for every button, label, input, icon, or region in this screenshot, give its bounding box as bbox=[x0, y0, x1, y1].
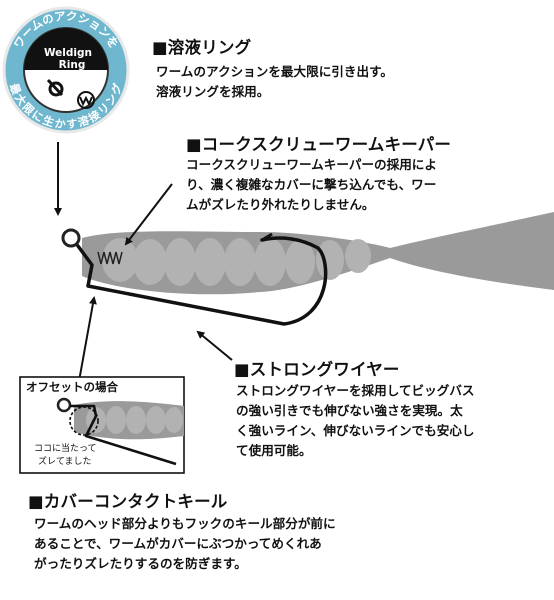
strong-wire-line: ストロングワイヤーを採用してビッグバス bbox=[236, 383, 475, 398]
corkscrew-keeper-graphic bbox=[97, 251, 123, 265]
cover-keel-line: がったりズレたりするのを防ぎます。 bbox=[34, 556, 247, 571]
arrow-to-wire bbox=[196, 330, 233, 361]
weld-ring-line: 溶液リングを採用。 bbox=[156, 84, 270, 99]
inset-hook bbox=[70, 404, 177, 466]
cover-keel-heading: ■カバーコンタクトキール bbox=[28, 492, 228, 511]
corkscrew-line: り、濃く複雑なカバーに撃ち込んでも、ワー bbox=[186, 177, 437, 192]
badge-center-line1: Weldign bbox=[44, 47, 92, 59]
worm-graphic bbox=[82, 212, 554, 295]
ring-hook-icon bbox=[46, 78, 95, 109]
badge-top-half bbox=[24, 28, 108, 70]
cover-keel-description: ワームのヘッド部分よりもフックのキール部分が前に あることで、ワームがカバーにぶ… bbox=[34, 514, 336, 574]
strong-wire-line: の強い引きでも伸びない強さを実現。太 bbox=[236, 403, 463, 418]
weld-ring-badge: ワームのアクションを 最大限に生かす溶接リング Weldign Ring bbox=[2, 6, 130, 134]
offset-inset: オフセットの場合 ココに当たって ズレてました bbox=[19, 376, 185, 474]
weld-ring-graphic bbox=[61, 228, 81, 248]
corkscrew-line: コークスクリューワームキーパーの採用によ bbox=[186, 157, 437, 172]
weld-ring-heading: ■溶液リング bbox=[152, 38, 252, 57]
cover-keel-line: あることで、ワームがカバーにぶつかってめくれあ bbox=[34, 536, 322, 551]
hook-graphic bbox=[61, 228, 328, 326]
cover-keel-line: ワームのヘッド部分よりもフックのキール部分が前に bbox=[34, 516, 336, 531]
inset-contact-circle bbox=[69, 406, 99, 436]
inset-note-line1: ココに当たって bbox=[34, 442, 97, 454]
corkscrew-heading: ■コークスクリューワームキーパー bbox=[186, 135, 452, 154]
strong-wire-heading: ■ストロングワイヤー bbox=[234, 360, 400, 379]
corkscrew-description: コークスクリューワームキーパーの採用によ り、濃く複雑なカバーに撃ち込んでも、ワ… bbox=[186, 155, 437, 215]
weld-ring-line: ワームのアクションを最大限に引き出す。 bbox=[156, 64, 394, 79]
strong-wire-description: ストロングワイヤーを採用してビッグバス の強い引きでも伸びない強さを実現。太 く… bbox=[236, 381, 475, 461]
strong-wire-line: て使用可能。 bbox=[236, 443, 312, 458]
badge-center-line2: Ring bbox=[59, 59, 86, 71]
inset-note-line2: ズレてました bbox=[38, 455, 92, 467]
weld-ring-description: ワームのアクションを最大限に引き出す。 溶液リングを採用。 bbox=[156, 62, 393, 102]
corkscrew-line: ムがズレたり外れたりしません。 bbox=[186, 197, 375, 212]
strong-wire-line: く強いライン、伸びないラインでも安心し bbox=[236, 423, 475, 438]
inset-title: オフセットの場合 bbox=[26, 380, 118, 394]
arrow-to-keeper bbox=[124, 183, 173, 246]
